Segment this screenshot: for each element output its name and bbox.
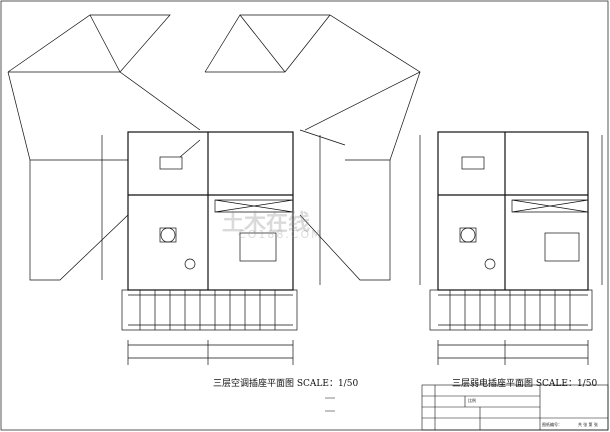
title-block bbox=[325, 384, 609, 431]
plan-left bbox=[101, 131, 321, 365]
watermark-url: CO188.COM bbox=[238, 228, 323, 241]
drawing-title-right: 三层弱电插座平面图 SCALE：1/50 bbox=[452, 379, 598, 389]
plan-right bbox=[419, 131, 603, 365]
roof-right bbox=[204, 14, 421, 281]
pages-label: 共 张 第 张 bbox=[578, 422, 598, 427]
drawing-no-label: 图纸编号： bbox=[542, 422, 562, 427]
drawing-title-left: 三层空调插座平面图 SCALE：1/50 bbox=[213, 379, 359, 389]
watermark-brand: 土木在线 bbox=[222, 211, 311, 236]
scale-label: 比例 bbox=[468, 398, 476, 403]
roof-left bbox=[7, 14, 346, 281]
